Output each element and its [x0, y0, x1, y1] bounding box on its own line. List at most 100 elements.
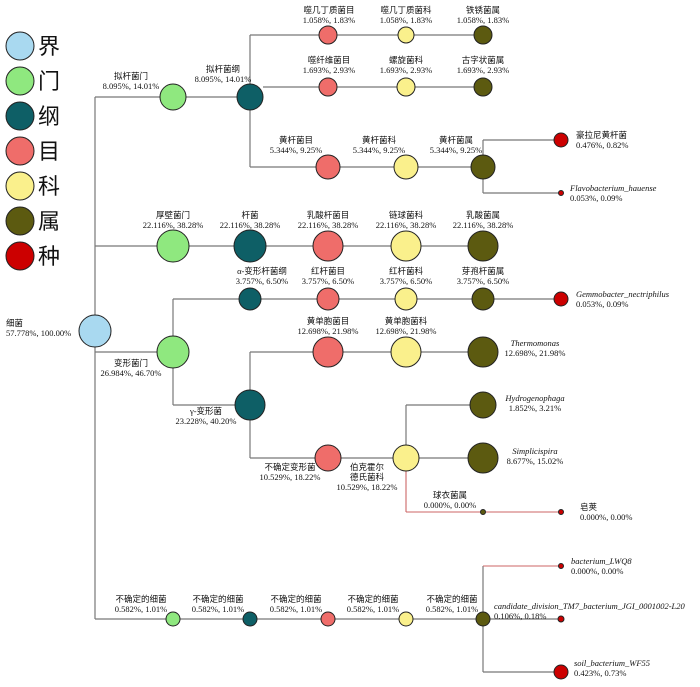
- node-stats-label: 12.698%, 21.98%: [376, 326, 437, 336]
- node-name-label: 球衣菌属: [433, 490, 467, 500]
- node-species: [558, 190, 564, 196]
- node-name-label: 红杆菌科: [389, 266, 424, 276]
- node-stats-label: 5.344%, 9.25%: [430, 145, 482, 155]
- legend-label-order: 目: [38, 140, 60, 165]
- node-name-label: 拟杆菌纲: [206, 64, 240, 74]
- node-name-label: 黄单胞菌科: [385, 316, 428, 326]
- node-species: [558, 563, 564, 569]
- node-name-label: 螺旋菌科: [389, 55, 424, 65]
- node-genus: [467, 442, 499, 474]
- node-order: [314, 444, 342, 472]
- node-stats-label: 22.116%, 38.28%: [143, 220, 204, 230]
- node-order: [320, 611, 336, 627]
- node-stats-label: 0.000%, 0.00%: [424, 500, 476, 510]
- node-kingdom: [78, 314, 112, 348]
- node-name-label: 乳酸菌属: [466, 210, 500, 220]
- node-family: [394, 287, 418, 311]
- node-class: [233, 229, 267, 263]
- node-name-label: Flavobacterium_hauense: [569, 183, 657, 193]
- node-name-label: 不确定的细菌: [270, 594, 321, 604]
- node-name-label: 黄单胞菌目: [307, 316, 350, 326]
- node-name-label: Thermomonas: [511, 338, 560, 348]
- node-name-label: 黄杆菌目: [279, 135, 313, 145]
- node-name-label: 链球菌科: [389, 210, 424, 220]
- node-stats-label: 5.344%, 9.25%: [353, 145, 405, 155]
- node-name-label: 不确定的细菌: [192, 594, 243, 604]
- node-class: [242, 611, 258, 627]
- tree-nodes: [78, 25, 569, 680]
- node-stats-label: 0.582%, 1.01%: [426, 604, 478, 614]
- node-name-label: Hydrogenophaga: [504, 393, 564, 403]
- node-name-label: α-变形杆菌纲: [237, 266, 287, 276]
- node-name-label: 德氏菌科: [350, 472, 385, 482]
- node-stats-label: 0.476%, 0.82%: [576, 140, 628, 150]
- node-stats-label: 0.000%, 0.00%: [580, 512, 632, 522]
- node-phylum: [156, 335, 190, 369]
- node-family: [392, 444, 420, 472]
- node-stats-label: 0.106%, 0.18%: [494, 611, 546, 621]
- node-name-label: 黄杆菌科: [362, 135, 397, 145]
- legend-label-genus: 属: [38, 210, 60, 235]
- node-stats-label: 10.529%, 18.22%: [337, 482, 398, 492]
- node-stats-label: 1.852%, 3.21%: [509, 403, 561, 413]
- node-stats-label: 57.778%, 100.00%: [6, 328, 71, 338]
- node-genus: [470, 154, 496, 180]
- node-stats-label: 8.095%, 14.01%: [103, 81, 160, 91]
- legend-swatch-order: [5, 136, 35, 166]
- node-stats-label: 12.698%, 21.98%: [505, 348, 566, 358]
- node-stats-label: 1.693%, 2.93%: [303, 65, 355, 75]
- node-stats-label: 12.698%, 21.98%: [298, 326, 359, 336]
- node-name-label: Simplicispira: [512, 446, 557, 456]
- node-genus: [467, 230, 499, 262]
- node-stats-label: 1.058%, 1.83%: [380, 15, 432, 25]
- node-stats-label: 23.228%, 40.20%: [176, 416, 237, 426]
- node-name-label: 铁锈菌属: [466, 5, 500, 15]
- node-family: [396, 77, 416, 97]
- node-name-label: 黄杆菌属: [439, 135, 473, 145]
- node-name-label: 细菌: [6, 318, 23, 328]
- node-name-label: bacterium_LWQ8: [571, 556, 632, 566]
- node-genus: [480, 509, 486, 515]
- node-order: [316, 287, 340, 311]
- node-order: [312, 230, 344, 262]
- node-stats-label: 8.095%, 14.01%: [195, 74, 252, 84]
- node-stats-label: 0.423%, 0.73%: [574, 668, 626, 678]
- node-name-label: 厚壁菌门: [156, 210, 190, 220]
- node-species: [558, 509, 564, 515]
- node-family: [393, 154, 419, 180]
- node-family: [397, 26, 415, 44]
- node-genus: [467, 336, 499, 368]
- legend-label-kingdom: 界: [38, 35, 60, 60]
- node-family: [390, 336, 422, 368]
- node-stats-label: 3.757%, 6.50%: [302, 276, 354, 286]
- node-stats-label: 22.116%, 38.28%: [453, 220, 514, 230]
- legend-swatch-class: [5, 101, 35, 131]
- node-stats-label: 0.582%, 1.01%: [192, 604, 244, 614]
- node-species: [553, 291, 569, 307]
- node-class: [238, 287, 262, 311]
- node-name-label: 杆菌: [241, 210, 258, 220]
- node-stats-label: 3.757%, 6.50%: [380, 276, 432, 286]
- node-name-label: 乳酸杆菌目: [307, 210, 350, 220]
- node-species: [553, 664, 569, 680]
- node-stats-label: 0.053%, 0.09%: [570, 193, 622, 203]
- node-genus: [473, 77, 493, 97]
- node-class: [234, 389, 266, 421]
- legend-swatch-family: [5, 171, 35, 201]
- node-name-label: 噬几丁质菌目: [303, 5, 354, 15]
- node-stats-label: 8.677%, 15.02%: [507, 456, 564, 466]
- node-stats-label: 0.000%, 0.00%: [571, 566, 623, 576]
- node-stats-label: 26.984%, 46.70%: [101, 368, 162, 378]
- node-stats-label: 22.116%, 38.28%: [376, 220, 437, 230]
- node-name-label: candidate_division_TM7_bacterium_JGI_000…: [494, 601, 686, 611]
- node-stats-label: 1.058%, 1.83%: [303, 15, 355, 25]
- node-order: [312, 336, 344, 368]
- node-name-label: 拟杆菌门: [114, 71, 148, 81]
- node-name-label: 豪拉尼黄杆菌: [576, 130, 627, 140]
- legend-label-family: 科: [38, 175, 60, 200]
- node-order: [318, 77, 338, 97]
- legend-swatch-genus: [5, 206, 35, 236]
